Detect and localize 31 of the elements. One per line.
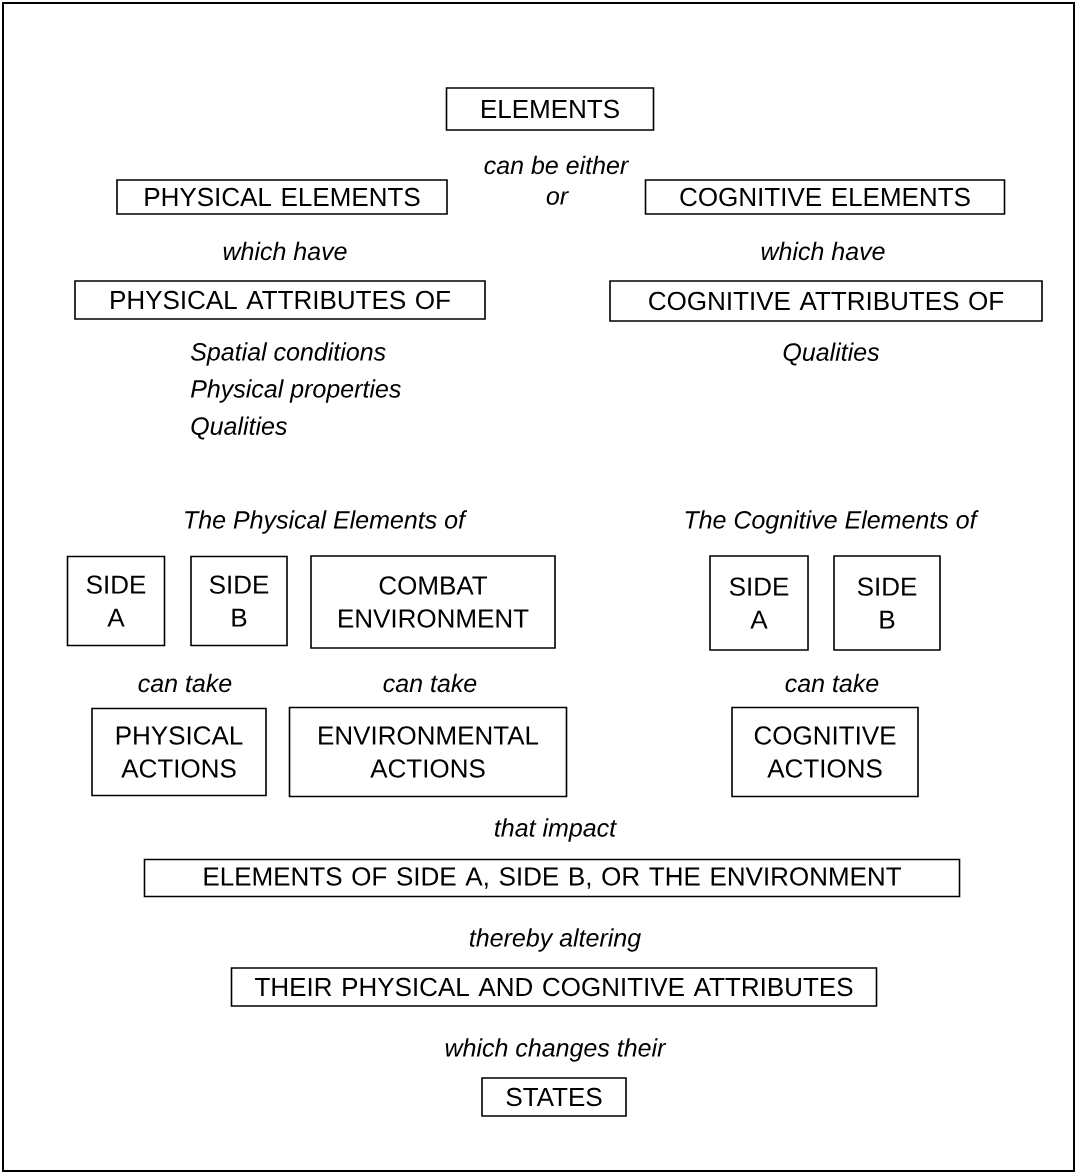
text-box: PHYSICAL ATTRIBUTES OF: [74, 280, 486, 320]
italic-label: which have: [761, 241, 885, 261]
text-box: ENVIRONMENTAL ACTIONS: [288, 706, 568, 798]
text-box: COGNITIVE ATTRIBUTES OF: [609, 280, 1043, 322]
italic-label: The Physical Elements of: [185, 510, 468, 534]
text-box: ELEMENTS OF SIDE A, SIDE B, OR THE ENVIRONMENT: [143, 858, 961, 898]
text-box: SIDE A: [66, 555, 166, 647]
italic-label: can take: [383, 673, 477, 693]
text-box: SIDE B: [833, 555, 941, 651]
italic-label: which have: [223, 241, 347, 261]
italic-label: thereby altering: [469, 928, 641, 952]
text-box: COGNITIVE ACTIONS: [731, 706, 919, 798]
italic-label: Physical properties: [190, 379, 401, 403]
italic-label: The Cognitive Elements of: [685, 510, 979, 534]
text-box: PHYSICAL ELEMENTS: [116, 179, 448, 215]
text-box: THEIR PHYSICAL AND COGNITIVE ATTRIBUTES: [230, 967, 878, 1007]
text-box: SIDE B: [190, 555, 288, 647]
text-box: ELEMENTS: [445, 87, 655, 131]
italic-label: Spatial conditions: [190, 342, 386, 366]
italic-label: that impact: [495, 818, 617, 842]
italic-label: Qualities: [191, 416, 287, 440]
italic-label: can take: [785, 673, 879, 693]
italic-label: can take: [138, 673, 232, 693]
text-box: SIDE A: [709, 555, 809, 651]
italic-label: can be either: [484, 155, 630, 175]
text-box: COMBAT ENVIRONMENT: [310, 555, 556, 649]
italic-label: which changes their: [445, 1038, 667, 1062]
text-box: COGNITIVE ELEMENTS: [644, 179, 1006, 215]
text-box: STATES: [481, 1077, 627, 1117]
italic-label: or: [546, 191, 569, 205]
text-box: PHYSICAL ACTIONS: [91, 707, 267, 797]
